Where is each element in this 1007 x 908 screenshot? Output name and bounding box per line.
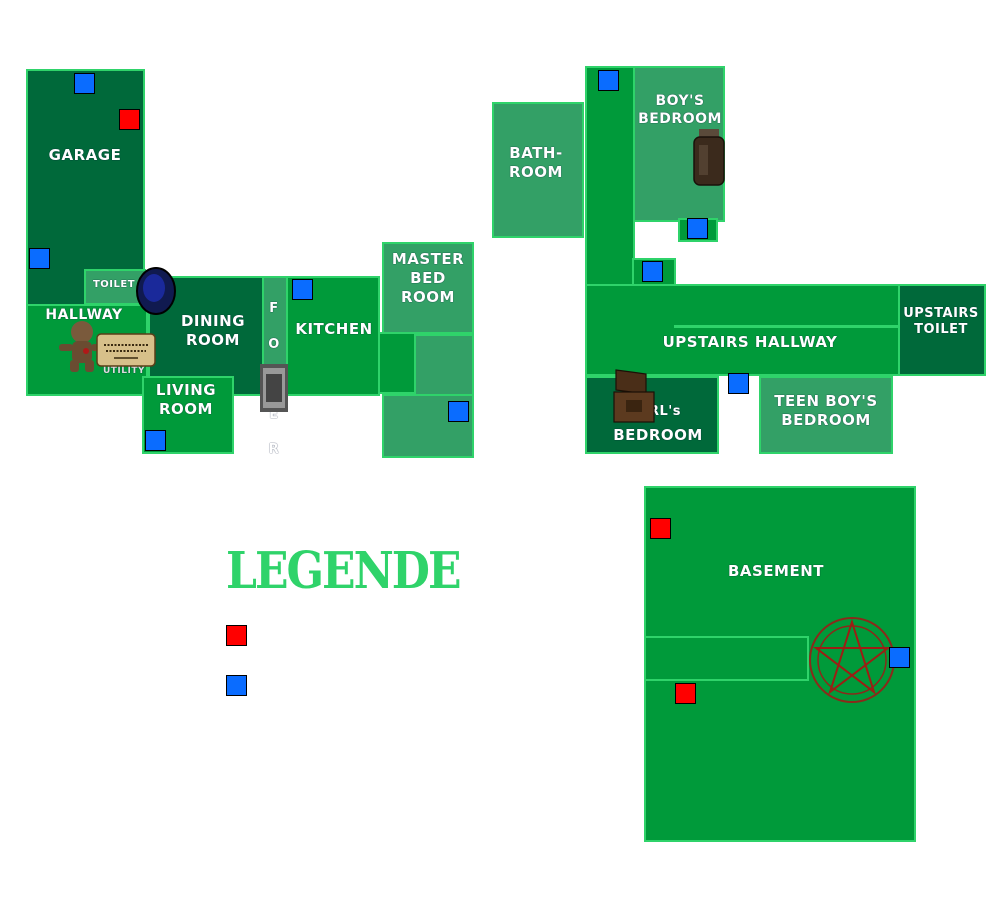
legend-blue-swatch xyxy=(226,675,247,696)
teen-boys-bedroom-room[interactable] xyxy=(759,376,893,454)
foyer-letter-r: R xyxy=(268,442,280,458)
marker-blue-upstairs-hallway[interactable] xyxy=(728,373,749,394)
marker-blue-garage-top[interactable] xyxy=(74,73,95,94)
legend-red-swatch xyxy=(226,625,247,646)
hallway-divider xyxy=(674,325,900,328)
toilet-label: TOILET xyxy=(92,279,136,290)
upstairs-hallway-label: UPSTAIRS HALLWAY xyxy=(662,333,838,351)
kitchen-label: KITCHEN xyxy=(295,320,373,338)
basement-label: BASEMENT xyxy=(727,562,825,580)
basement-partition xyxy=(644,636,809,681)
marker-blue-upstairs-corridor[interactable] xyxy=(598,70,619,91)
marker-blue-basement[interactable] xyxy=(889,647,910,668)
mirror-icon[interactable] xyxy=(135,266,177,316)
bathroom-room[interactable] xyxy=(492,102,584,238)
marker-red-basement-top[interactable] xyxy=(650,518,671,539)
foyer-letter-e: E xyxy=(269,407,279,422)
master-bedroom-extension[interactable] xyxy=(414,334,474,396)
kitchen-passage[interactable] xyxy=(378,332,416,394)
upstairs-toilet-room[interactable] xyxy=(898,284,986,376)
utility-label: UTILITY xyxy=(102,366,146,376)
garage-label: GARAGE xyxy=(48,146,122,164)
marker-blue-kitchen[interactable] xyxy=(292,279,313,300)
marker-blue-garage-bottom[interactable] xyxy=(29,248,50,269)
dining-room-label: DINING ROOM xyxy=(180,312,246,349)
teen-boys-bedroom-label: TEEN BOY'S BEDROOM xyxy=(774,392,878,429)
marker-red-garage[interactable] xyxy=(119,109,140,130)
pentagram-icon[interactable] xyxy=(806,614,898,706)
upstairs-toilet-label: UPSTAIRS TOILET xyxy=(903,306,979,338)
legend-title: LEGENDE xyxy=(226,542,461,601)
living-room-label: LIVING ROOM xyxy=(155,381,217,418)
girls-bedroom-label-bottom: BEDROOM xyxy=(613,426,703,444)
foyer-letter-o: O xyxy=(268,336,280,352)
foyer-letter-f: F xyxy=(269,301,279,317)
jar-icon[interactable] xyxy=(692,129,726,187)
marker-blue-master-closet[interactable] xyxy=(448,401,469,422)
voodoo-doll-icon[interactable] xyxy=(56,318,108,374)
master-bedroom-label: MASTER BED ROOM xyxy=(391,250,465,306)
marker-red-basement-bottom[interactable] xyxy=(675,683,696,704)
marker-blue-corridor-nook[interactable] xyxy=(642,261,663,282)
master-bedroom-room[interactable] xyxy=(382,242,474,334)
bathroom-label: BATH- ROOM xyxy=(509,144,563,181)
music-box-icon[interactable] xyxy=(612,368,656,424)
ouija-board-icon[interactable] xyxy=(96,333,156,367)
upstairs-hallway-room[interactable] xyxy=(585,284,901,376)
photo-icon[interactable] xyxy=(260,364,288,412)
boys-bedroom-label: BOY'S BEDROOM xyxy=(638,93,722,127)
marker-blue-boys-bedroom[interactable] xyxy=(687,218,708,239)
hallway-label: HALLWAY xyxy=(45,307,123,323)
marker-blue-living-room[interactable] xyxy=(145,430,166,451)
girls-bedroom-label-top: RL's xyxy=(648,404,681,419)
